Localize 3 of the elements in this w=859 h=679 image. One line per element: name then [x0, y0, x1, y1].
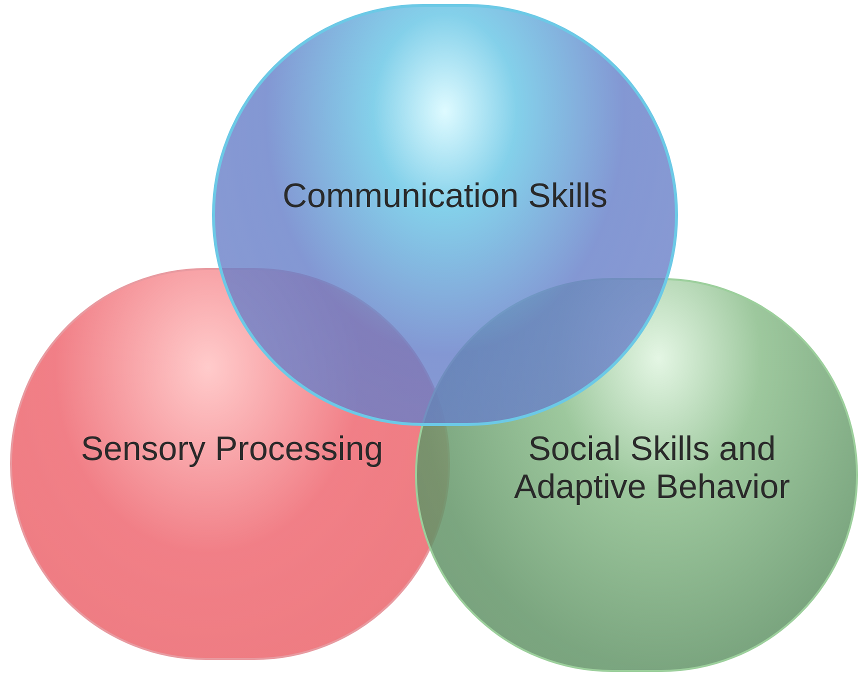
circle-label: Communication Skills — [282, 177, 608, 216]
circle-label: Sensory Processing — [80, 430, 384, 468]
circle-label: Social Skills and Adaptive Behavior — [513, 430, 791, 506]
